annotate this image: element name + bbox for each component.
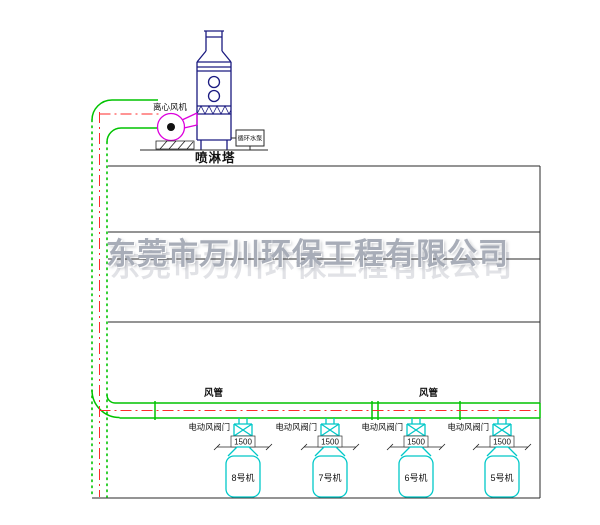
- machine-cap: [227, 446, 259, 457]
- branch-pipe: [238, 418, 248, 424]
- machine-body: [312, 455, 348, 498]
- tower-label: 喷淋塔: [195, 150, 236, 165]
- fan-outlet: [181, 112, 198, 129]
- branch-2: 1500 7号机 电动风阀门: [276, 418, 360, 498]
- machine-label: 7号机: [318, 472, 341, 483]
- spray-tower: [140, 30, 268, 151]
- machine-body: [484, 455, 520, 498]
- pump-box-label: 循环水泵: [238, 135, 263, 143]
- duct-elbow-bottom: [106, 394, 116, 404]
- machine-body: [225, 455, 261, 498]
- electric-valve-symbol: [406, 423, 426, 437]
- main-duct: [91, 99, 541, 498]
- duct-elbow-top: [91, 99, 158, 121]
- building-outline: [92, 165, 541, 499]
- electric-valve-symbol: [320, 423, 340, 437]
- machine-label: 5号机: [490, 472, 513, 483]
- valve-label: 电动风阀门: [276, 422, 318, 432]
- machine-cap: [486, 446, 518, 457]
- centrifugal-fan: [155, 112, 198, 150]
- dimension-text: 1500: [407, 438, 425, 447]
- machine-label: 6号机: [404, 472, 427, 483]
- duct-elbow-top: [106, 127, 158, 143]
- fan-base: [155, 140, 195, 150]
- machine-cap: [314, 446, 346, 457]
- pump-box: 循环水泵: [231, 129, 265, 150]
- machine-body: [398, 455, 434, 498]
- branch-pipe: [497, 418, 507, 424]
- branch-pipe: [411, 418, 421, 424]
- valve-label: 电动风阀门: [189, 422, 231, 432]
- electric-valve-symbol: [492, 423, 512, 437]
- fan-label: 离心风机: [153, 102, 188, 112]
- machine-cap: [400, 446, 432, 457]
- duct-label-right: 风管: [419, 387, 439, 399]
- tower-body: [196, 30, 232, 141]
- valve-label: 电动风阀门: [362, 422, 404, 432]
- fan-scroll: [156, 112, 186, 142]
- tower-nozzle: [207, 75, 221, 89]
- electric-valve-symbol: [233, 423, 253, 437]
- branch-3: 1500 6号机 电动风阀门: [362, 418, 446, 498]
- branch-1: 1500 8号机 电动风阀门: [189, 418, 273, 498]
- duct-label-left: 风管: [204, 387, 224, 399]
- machine-label: 8号机: [231, 472, 254, 483]
- pump-box-connector: [231, 137, 251, 150]
- fan-hub: [167, 123, 175, 131]
- branch-pipe: [325, 418, 335, 424]
- duct-elbow-bottom: [91, 389, 120, 419]
- branch-4: 1500 5号机 电动风阀门: [448, 418, 532, 498]
- valve-label: 电动风阀门: [448, 422, 490, 432]
- dimension-text: 1500: [321, 438, 339, 447]
- tower-legs: [200, 140, 228, 150]
- tower-packing: [196, 105, 232, 115]
- dimension-text: 1500: [234, 438, 252, 447]
- tower-nozzle: [207, 89, 221, 103]
- dimension-text: 1500: [493, 438, 511, 447]
